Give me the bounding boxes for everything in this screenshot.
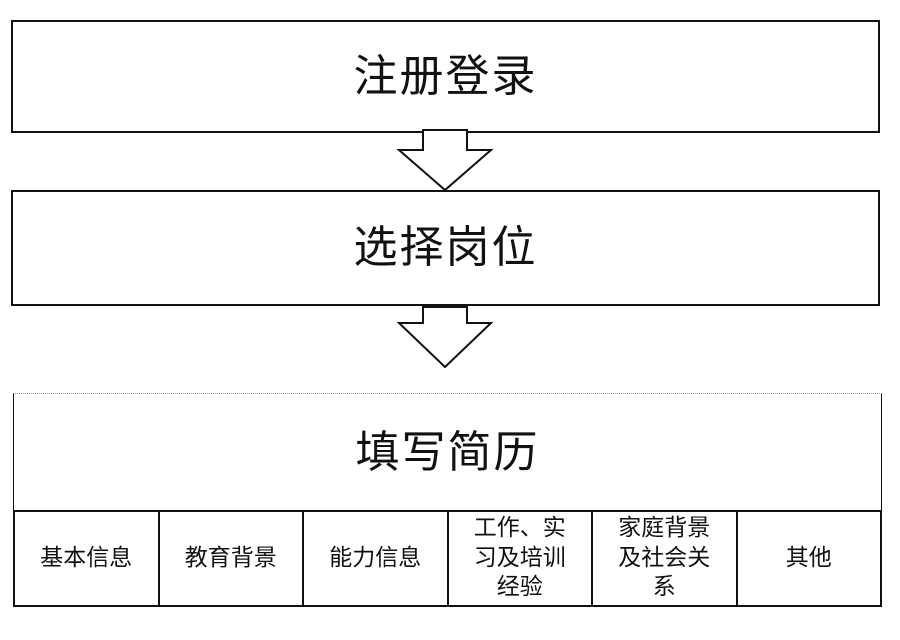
resume-section-label: 基本信息 — [40, 544, 133, 571]
fill-resume-section: 填写简历 基本信息 教育背景 能力信息 工作、实习及培训经验 家庭背景及社会关系… — [13, 393, 882, 613]
fill-resume-header: 填写简历 — [13, 393, 882, 511]
down-arrow-icon — [396, 306, 494, 369]
resume-section-label: 工作、实习及培训经验 — [473, 514, 566, 601]
resume-section-family-background: 家庭背景及社会关系 — [593, 512, 738, 605]
resume-section-abilities: 能力信息 — [304, 512, 449, 605]
resume-section-label: 能力信息 — [329, 544, 422, 571]
resume-section-basic-info: 基本信息 — [15, 512, 160, 605]
fill-resume-label: 填写简历 — [355, 426, 540, 478]
step-register-box: 注册登录 — [11, 20, 880, 133]
resume-section-other: 其他 — [738, 512, 881, 605]
down-arrow-icon — [396, 129, 494, 192]
resume-section-label: 家庭背景及社会关系 — [618, 514, 711, 601]
step-register-label: 注册登录 — [353, 50, 538, 102]
resume-section-work-experience: 工作、实习及培训经验 — [449, 512, 593, 605]
resume-section-label: 其他 — [785, 544, 832, 571]
resume-section-label: 教育背景 — [184, 544, 277, 571]
step-choose-position-label: 选择岗位 — [353, 222, 538, 273]
resume-section-education: 教育背景 — [160, 512, 304, 605]
resume-sections-row: 基本信息 教育背景 能力信息 工作、实习及培训经验 家庭背景及社会关系 其他 — [13, 510, 882, 607]
step-choose-position-box: 选择岗位 — [11, 190, 880, 306]
